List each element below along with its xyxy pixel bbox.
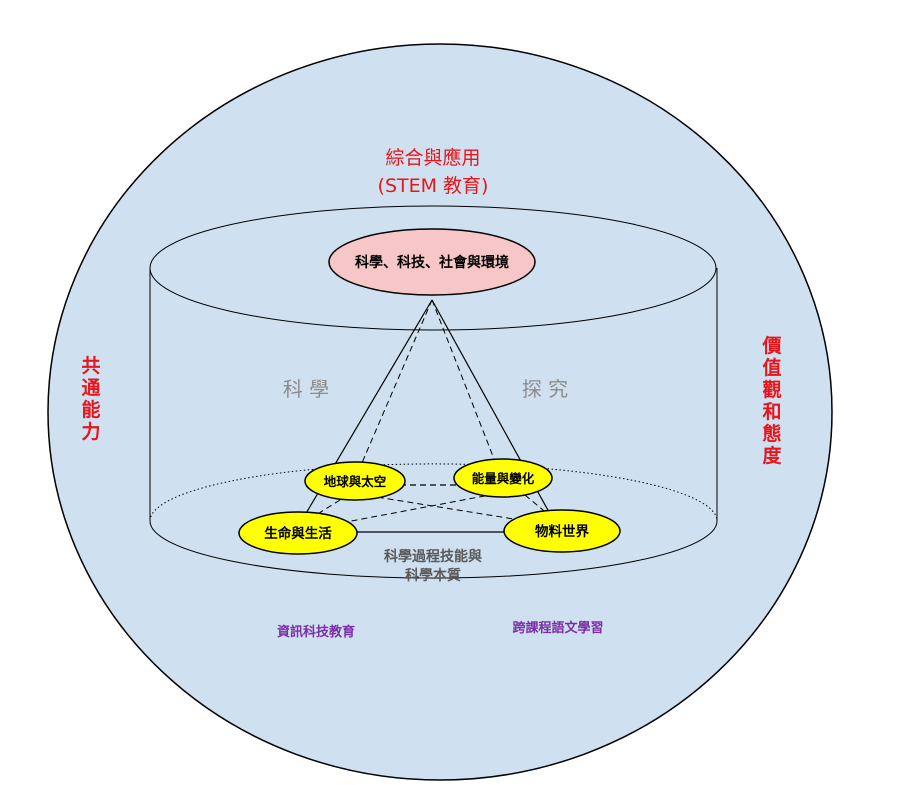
life-living-label: 生命與生活 <box>264 525 332 542</box>
generic-skills-char-3: 力 <box>81 420 100 443</box>
process-skills-line1: 科學過程技能與 <box>384 548 482 565</box>
values-char-3: 和 <box>762 400 781 423</box>
sse-ellipse <box>328 228 536 296</box>
generic-skills-char-1: 通 <box>81 377 101 399</box>
cylinder-top <box>149 205 717 331</box>
energy-change-ellipse <box>453 458 553 498</box>
values-char-4: 態 <box>762 422 781 445</box>
stem-title-line2: (STEM 教育) <box>378 175 489 197</box>
generic-skills-char-2: 能 <box>81 398 100 421</box>
science-label: 科 學 <box>283 377 329 401</box>
earth-space-ellipse <box>304 461 406 501</box>
it-education-label: 資訊科技教育 <box>277 624 355 640</box>
sse-label: 科學、科技、社會與環境 <box>355 254 509 271</box>
cylinder-bottom-front <box>149 520 718 579</box>
inquiry-label: 探 究 <box>522 377 568 401</box>
values-char-1: 值 <box>762 356 781 379</box>
pyramid-base-left-side <box>299 499 341 526</box>
values-char-5: 度 <box>762 444 782 467</box>
cylinder-bottom-back <box>149 463 718 522</box>
pyramid-diagonal-b <box>329 493 496 526</box>
values-char-0: 價 <box>761 334 782 357</box>
material-world-ellipse <box>503 509 621 553</box>
material-world-label: 物料世界 <box>535 523 589 540</box>
earth-space-label: 地球與太空 <box>324 474 387 489</box>
pyramid-edge-right <box>431 299 561 533</box>
life-living-ellipse <box>238 511 358 555</box>
outer-circle <box>47 43 833 781</box>
pyramid-diagonal-a <box>357 493 521 521</box>
language-across-curriculum-label: 跨課程語文學習 <box>512 620 603 636</box>
process-skills-line2: 科學本質 <box>405 567 461 584</box>
energy-change-label: 能量與變化 <box>472 471 535 486</box>
pyramid-hidden-edge-left <box>351 299 433 487</box>
generic-skills-char-0: 共 <box>81 355 100 377</box>
values-char-2: 觀 <box>762 379 781 401</box>
stem-title-line1: 綜合與應用 <box>385 146 480 169</box>
pyramid-hidden-edge-right <box>431 299 504 483</box>
